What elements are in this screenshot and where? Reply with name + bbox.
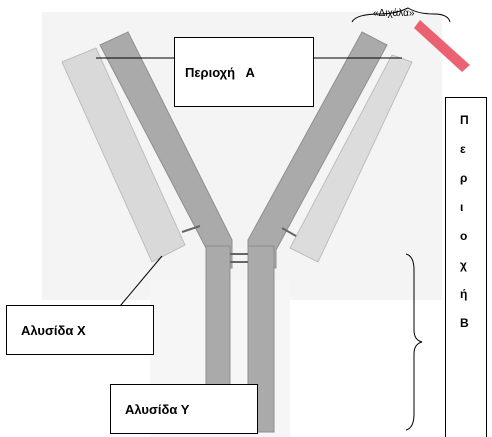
chain-y-text: Αλυσίδα Υ [125, 401, 190, 417]
red-accent-mark [414, 20, 470, 72]
region-a-label: Περιοχή Α [174, 37, 314, 107]
fork-bracket [351, 7, 451, 23]
right-heavy-chain-arm [247, 31, 388, 269]
region-b-brace [405, 253, 423, 431]
region-b-letter: ή [460, 287, 468, 301]
left-light-chain [61, 47, 186, 263]
region-b-letter: χ [460, 258, 467, 272]
region-b-letter: ρ [460, 171, 468, 185]
right-light-heavy-bridge [281, 227, 297, 237]
chain-y-label: Αλυσίδα Υ [110, 384, 258, 434]
region-b-label: Π ε ρ ι ο χ ή Β [445, 97, 487, 437]
region-a-text: Περιοχή Α [185, 64, 255, 80]
region-b-letter: ε [460, 142, 466, 156]
region-b-letters: Π ε ρ ι ο χ ή Β [460, 110, 469, 342]
chain-x-text: Αλυσίδα Χ [21, 322, 86, 338]
right-light-chain [289, 54, 413, 263]
fork-label: «Διχάλα» [373, 8, 415, 19]
region-b-letter: ο [460, 229, 468, 243]
region-b-letter: Β [460, 316, 469, 330]
left-light-heavy-bridge [181, 225, 201, 233]
region-b-letter: Π [460, 113, 469, 127]
chain-x-label: Αλυσίδα Χ [6, 305, 154, 355]
region-b-letter: ι [460, 200, 464, 214]
